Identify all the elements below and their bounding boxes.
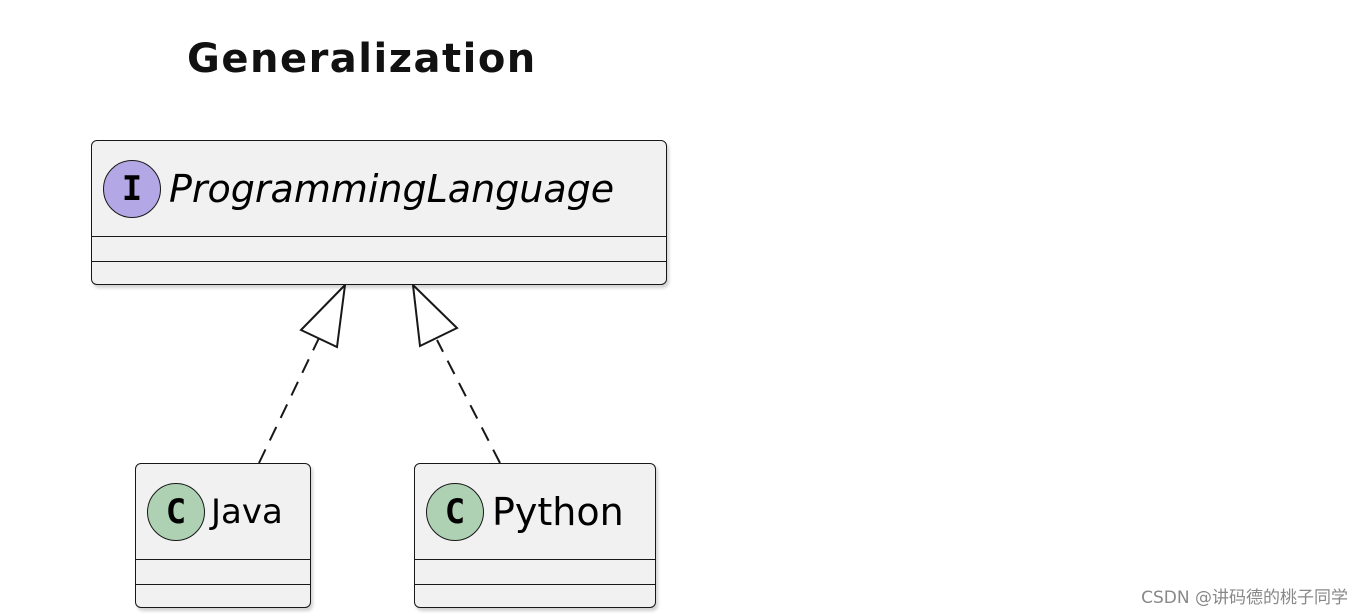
class-name-java: Java [211, 491, 283, 532]
watermark: CSDN @讲码德的桃子同学 [1141, 588, 1348, 608]
methods-divider [136, 584, 310, 585]
diagram-title: Generalization [187, 36, 537, 82]
attributes-divider [92, 236, 666, 237]
stereotype-letter: C [444, 491, 466, 532]
stereotype-letter: I [121, 168, 143, 209]
methods-divider [415, 584, 655, 585]
attributes-divider [136, 559, 310, 560]
class-name-python: Python [492, 489, 624, 534]
hollow-arrowhead [299, 282, 347, 349]
attributes-divider [415, 559, 655, 560]
class-stereotype-icon: C [147, 482, 205, 541]
interface-box-programminglanguage[interactable]: I ProgrammingLanguage [91, 140, 667, 285]
interface-stereotype-icon: I [103, 159, 161, 218]
realization-edge-java [258, 282, 347, 464]
class-stereotype-icon: C [426, 482, 484, 541]
interface-name: ProgrammingLanguage [169, 166, 615, 211]
methods-divider [92, 261, 666, 262]
realization-edge-python [411, 282, 501, 464]
class-box-python[interactable]: C Python [414, 463, 656, 608]
hollow-arrowhead [411, 282, 459, 348]
class-box-java[interactable]: C Java [135, 463, 311, 608]
stereotype-letter: C [165, 491, 187, 532]
